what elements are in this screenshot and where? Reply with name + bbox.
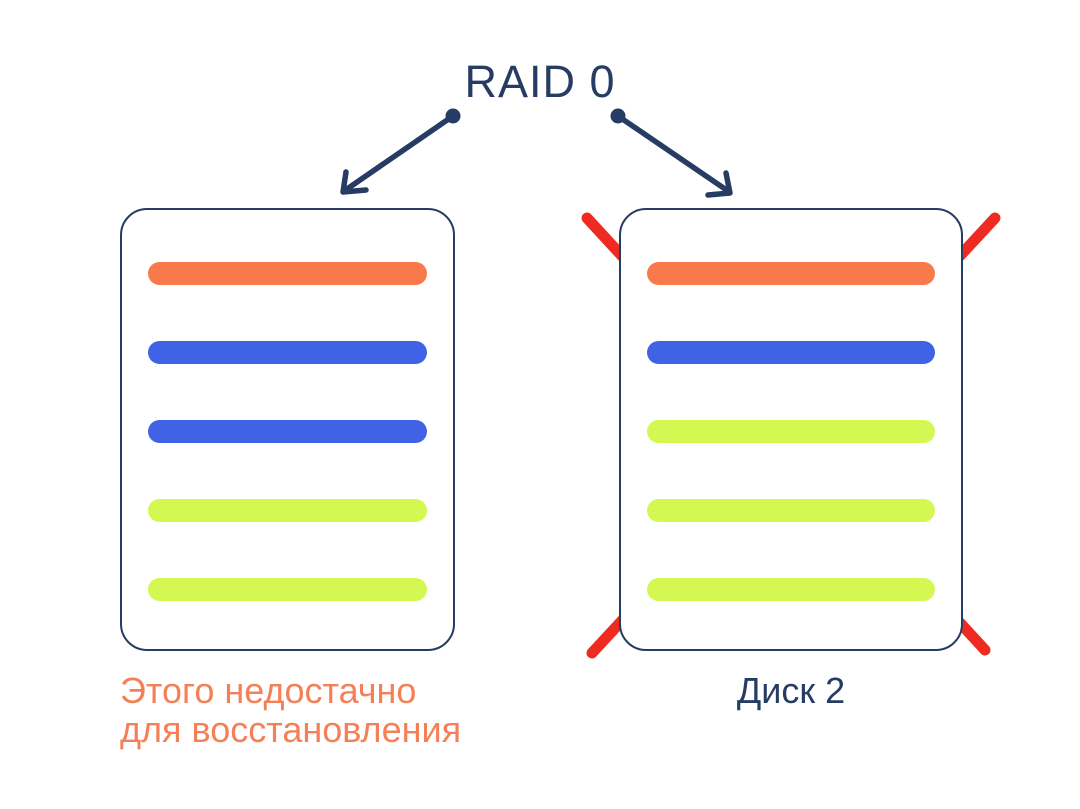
diagram-title: RAID 0	[464, 56, 616, 107]
stripe-green	[647, 420, 935, 443]
arrow-left-icon	[340, 108, 461, 195]
stripe-green	[647, 499, 935, 522]
stripe-blue	[148, 341, 427, 364]
stripe-green	[647, 578, 935, 601]
arrow-right-icon	[610, 108, 733, 198]
stripe-orange	[148, 262, 427, 285]
disk-card-left	[120, 208, 455, 651]
stripe-blue	[647, 341, 935, 364]
caption-line-1: Этого недостачно	[120, 670, 417, 711]
disk-card-right	[619, 208, 963, 651]
stripe-blue	[148, 420, 427, 443]
stripe-orange	[647, 262, 935, 285]
stripe-green	[148, 578, 427, 601]
left-disk-caption: Этого недостачно для восстановления	[120, 671, 461, 749]
caption-line-2: для восстановления	[120, 709, 462, 750]
right-disk-caption: Диск 2	[736, 670, 846, 711]
stripe-green	[148, 499, 427, 522]
